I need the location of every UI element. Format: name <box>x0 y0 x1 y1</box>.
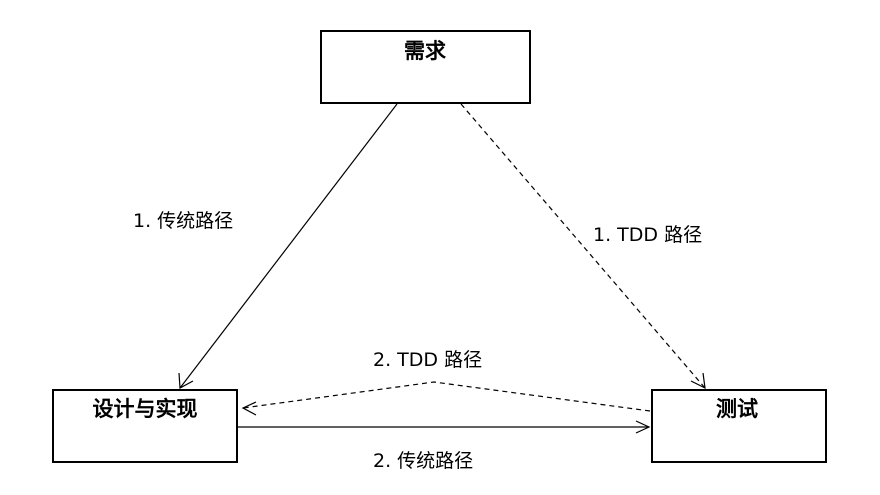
edge-tdd-2-line <box>242 381 651 412</box>
node-testing-label: 测试 <box>716 397 758 421</box>
node-design-label: 设计与实现 <box>93 397 198 421</box>
edge-traditional-1 <box>178 103 398 389</box>
edge-tdd-1-line <box>460 103 706 389</box>
arrowhead-icon <box>690 372 706 390</box>
edge-tdd-1 <box>460 103 706 390</box>
edge-traditional-2 <box>238 420 651 434</box>
node-testing-box <box>651 389 827 463</box>
edge-traditional-1-label: 1. 传统路径 <box>133 210 233 232</box>
node-requirements: 需求 <box>320 30 531 104</box>
arrowhead-icon <box>241 401 257 416</box>
node-requirements-label: 需求 <box>404 39 446 63</box>
node-design: 设计与实现 <box>52 389 238 463</box>
node-requirements-box <box>320 30 531 104</box>
node-testing: 测试 <box>651 389 827 463</box>
arrowhead-icon <box>635 420 651 434</box>
edge-tdd-1-label: 1. TDD 路径 <box>593 224 702 246</box>
edge-tdd-2 <box>241 381 651 416</box>
edge-traditional-2-label: 2. 传统路径 <box>373 450 473 472</box>
edge-tdd-2-label: 2. TDD 路径 <box>373 349 482 371</box>
node-design-box <box>52 389 238 463</box>
arrowhead-icon <box>178 372 194 389</box>
edge-traditional-1-line <box>179 103 398 389</box>
